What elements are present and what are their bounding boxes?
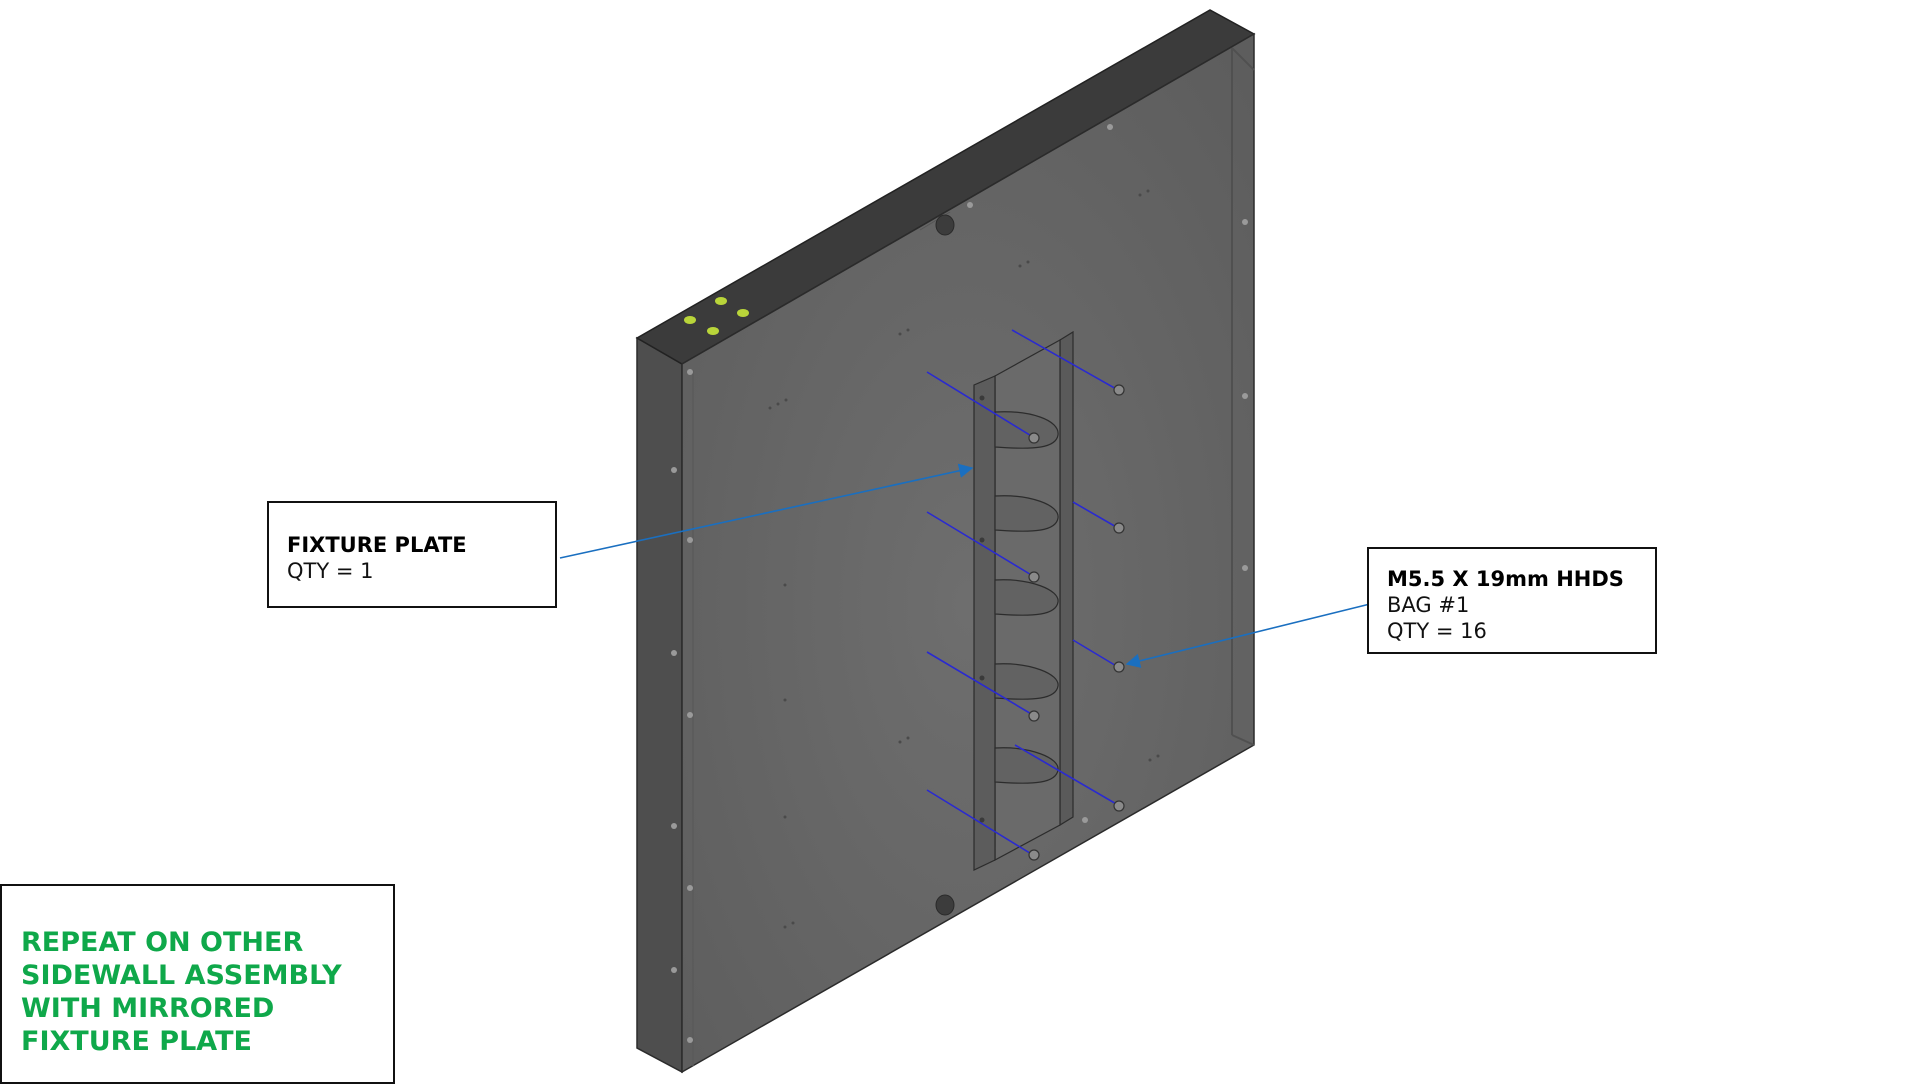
screw-head — [1028, 710, 1040, 722]
screws — [926, 329, 1125, 861]
note-line: SIDEWALL ASSEMBLY — [21, 960, 342, 991]
callout-bag: BAG #1 — [1387, 593, 1470, 617]
fixture-hook — [994, 579, 1059, 616]
fixture-plate — [973, 330, 1074, 871]
side-bolts — [671, 124, 1248, 1043]
screw-heads — [1028, 384, 1125, 861]
fixture-holes — [979, 395, 985, 823]
screw-lines — [926, 329, 1119, 856]
callout-screw: M5.5 X 19mm HHDS BAG #1 QTY = 16 — [1367, 547, 1657, 654]
panel-inner-frame — [1231, 734, 1255, 746]
cable-hole — [935, 214, 955, 236]
screw-head — [1113, 800, 1125, 812]
cable-hole — [935, 894, 955, 916]
panel-inner-frame — [1231, 47, 1255, 71]
fixture-hook — [994, 495, 1059, 532]
fixture-hook — [994, 663, 1059, 700]
led-dot — [715, 297, 727, 305]
screw-head — [1113, 522, 1125, 534]
screw-head — [1028, 849, 1040, 861]
fixture-front-flange — [973, 375, 996, 871]
note-line: REPEAT ON OTHER — [21, 927, 304, 958]
callout-fixture-plate: FIXTURE PLATE QTY = 1 — [267, 501, 557, 608]
screw-leader — [1125, 602, 1375, 668]
screw-head — [1028, 432, 1040, 444]
screw-head — [1113, 384, 1125, 396]
led-dot — [684, 316, 696, 324]
callout-title: FIXTURE PLATE — [287, 533, 467, 557]
led-dot — [737, 309, 749, 317]
fixture-hooks — [994, 411, 1059, 784]
led-indicators — [684, 297, 749, 335]
fixture-plate-leader — [559, 463, 974, 559]
callout-title: M5.5 X 19mm HHDS — [1387, 567, 1624, 591]
note-line: WITH MIRRORED — [21, 993, 275, 1024]
callout-qty: QTY = 1 — [287, 559, 374, 583]
screw-head — [1028, 571, 1040, 583]
fixture-back-flange — [1059, 330, 1074, 827]
callout-qty: QTY = 16 — [1387, 619, 1487, 643]
note-box: REPEAT ON OTHER SIDEWALL ASSEMBLY WITH M… — [0, 884, 395, 1084]
face-marks — [768, 189, 1160, 929]
led-dot — [707, 327, 719, 335]
fixture-hook — [994, 411, 1059, 449]
panel-left-side — [636, 336, 683, 1074]
note-line: FIXTURE PLATE — [21, 1026, 252, 1057]
screw-head — [1113, 661, 1125, 673]
sidewall-panel — [635, 9, 1256, 1074]
